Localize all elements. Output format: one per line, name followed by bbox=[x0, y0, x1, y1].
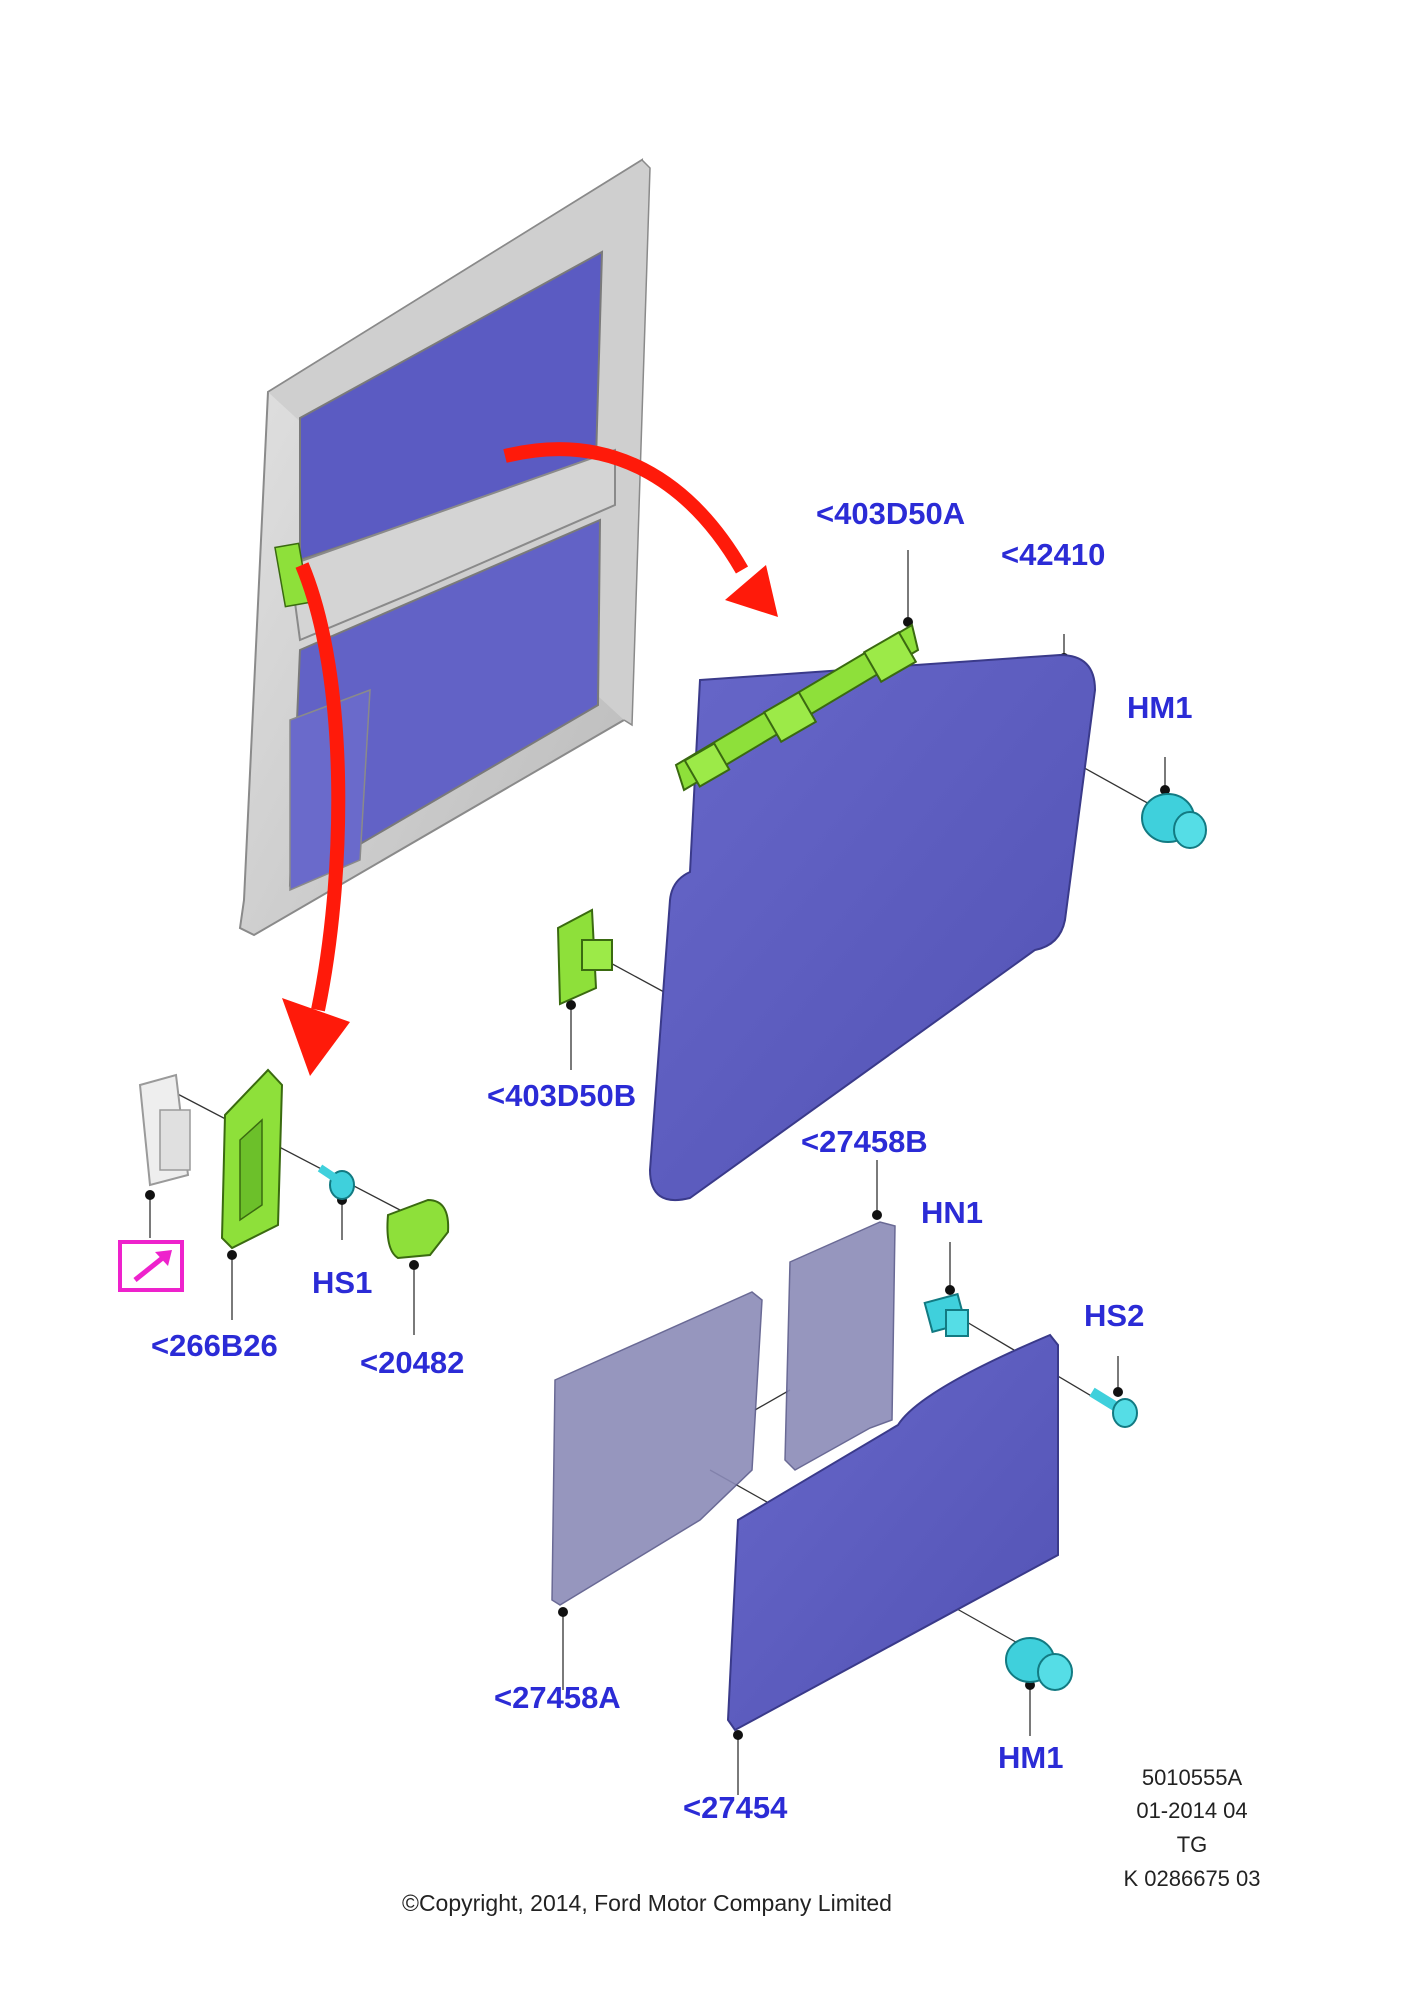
fastener-hm1-upper[interactable] bbox=[1141, 793, 1207, 849]
screw-hs2[interactable] bbox=[1089, 1387, 1138, 1428]
callout-hm1-upper[interactable]: HM1 bbox=[1127, 690, 1193, 725]
arrow-to-handle-head bbox=[282, 998, 350, 1076]
callout-27458a[interactable]: <27458A bbox=[494, 1680, 621, 1715]
trim-27458b[interactable] bbox=[784, 1221, 896, 1471]
door-crossbar bbox=[288, 448, 616, 642]
cap-20482[interactable] bbox=[386, 1198, 450, 1260]
panel-27454[interactable] bbox=[726, 1333, 1059, 1732]
reference-link[interactable] bbox=[118, 1240, 184, 1292]
callout-hs1[interactable]: HS1 bbox=[312, 1265, 373, 1300]
bracket-403d50a[interactable] bbox=[674, 623, 920, 792]
arrow-northeast-icon bbox=[133, 1250, 172, 1282]
explode-arrows bbox=[282, 442, 778, 1076]
axis-trim-link bbox=[754, 1389, 791, 1411]
fastener-hm1-lower[interactable] bbox=[1005, 1637, 1073, 1691]
callout-20482[interactable]: <20482 bbox=[360, 1345, 465, 1380]
part-code: K 0286675 03 bbox=[1123, 1866, 1261, 1891]
callout-hs2[interactable]: HS2 bbox=[1084, 1298, 1145, 1333]
arrow-to-panel-shaft bbox=[503, 442, 749, 574]
handle-assembly bbox=[138, 1068, 450, 1260]
reference-code: 5010555A bbox=[1141, 1765, 1243, 1790]
callout-403d50a[interactable]: <403D50A bbox=[816, 496, 966, 531]
callout-hm1-lower[interactable]: HM1 bbox=[998, 1740, 1064, 1775]
callout-hn1[interactable]: HN1 bbox=[921, 1195, 984, 1230]
callout-42410[interactable]: <42410 bbox=[1001, 537, 1106, 572]
copyright-notice: ©Copyright, 2014, Ford Motor Company Lim… bbox=[402, 1890, 892, 1916]
fastener-hn1[interactable] bbox=[923, 1292, 969, 1337]
callout-27454[interactable]: <27454 bbox=[683, 1790, 788, 1825]
date-code: 01-2014 04 bbox=[1136, 1798, 1248, 1823]
arrow-to-handle-shaft bbox=[295, 562, 346, 1012]
callout-27458b[interactable]: <27458B bbox=[801, 1124, 928, 1159]
callout-266b26[interactable]: <266B26 bbox=[151, 1328, 278, 1363]
axis-handle bbox=[169, 1089, 401, 1211]
trim-27458a[interactable] bbox=[551, 1291, 763, 1606]
callout-403d50b[interactable]: <403D50B bbox=[487, 1078, 637, 1113]
author-code: TG bbox=[1176, 1832, 1208, 1857]
door-lower-inner-panel bbox=[289, 688, 371, 892]
sliding-door-assembly bbox=[238, 158, 651, 937]
arrow-to-panel-head bbox=[725, 565, 778, 617]
trim-panel-upper[interactable] bbox=[648, 653, 1097, 1202]
screw-hs1[interactable] bbox=[317, 1164, 355, 1200]
bracket-403d50b[interactable] bbox=[556, 908, 613, 1006]
